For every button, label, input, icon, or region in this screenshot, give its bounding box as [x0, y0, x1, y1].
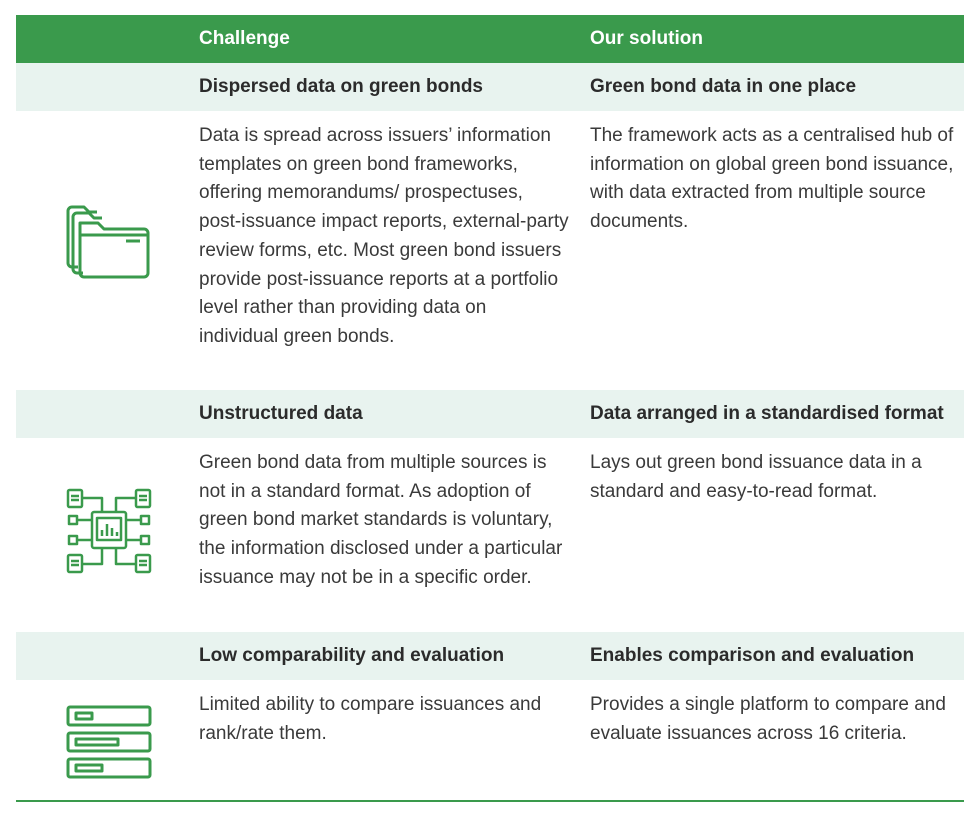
solution-text: Provides a single platform to compare an… [590, 694, 946, 744]
header-solution: Our solution [590, 28, 703, 49]
data-network-icon [66, 488, 152, 574]
challenge-title: Low comparability and evaluation [199, 645, 505, 666]
row-body: Green bond data from multiple sources is… [16, 438, 964, 632]
challenge-title: Unstructured data [199, 403, 363, 424]
row-subheader: Dispersed data on green bonds Green bond… [16, 63, 964, 111]
solution-text: Lays out green bond issuance data in a s… [590, 452, 922, 502]
solution-title: Data arranged in a standardised format [590, 403, 944, 424]
challenge-text: Green bond data from multiple sources is… [199, 452, 563, 588]
challenge-text: Limited ability to compare issuances and… [199, 694, 542, 744]
challenge-text: Data is spread across issuers’ informati… [199, 125, 569, 347]
row-subheader: Low comparability and evaluation Enables… [16, 632, 964, 680]
challenge-title: Dispersed data on green bonds [199, 76, 483, 97]
header-challenge: Challenge [199, 28, 290, 49]
stacked-bars-icon [66, 705, 152, 779]
folder-stack-icon [66, 205, 150, 279]
solution-title: Green bond data in one place [590, 76, 857, 97]
row-body: Data is spread across issuers’ informati… [16, 111, 964, 390]
row-body: Limited ability to compare issuances and… [16, 680, 964, 802]
solution-text: The framework acts as a centralised hub … [590, 125, 954, 233]
table-header: Challenge Our solution [16, 15, 964, 63]
table-bottom-rule [16, 800, 964, 802]
row-subheader: Unstructured data Data arranged in a sta… [16, 390, 964, 438]
comparison-table: Challenge Our solution Dispersed data on… [16, 15, 964, 802]
solution-title: Enables comparison and evaluation [590, 645, 915, 666]
